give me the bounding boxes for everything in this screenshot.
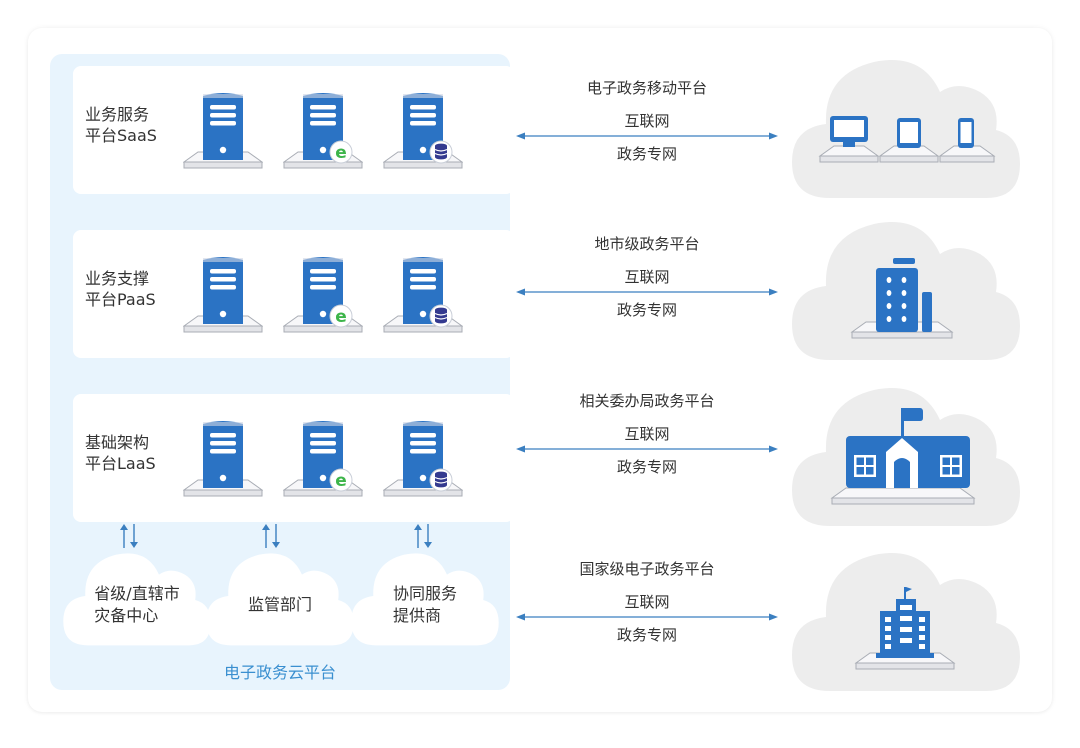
layer-label-line1: 基础架构 [85, 433, 150, 452]
connection-national: 国家级电子政务平台 互联网 政务专网 [516, 558, 778, 668]
server-web-icon: e [283, 88, 363, 172]
layer-paas: 业务支撑 平台PaaS e [73, 230, 514, 358]
government-office-icon [790, 380, 1022, 530]
layer-laas: 基础架构 平台LaaS e [73, 394, 514, 522]
connection-internet-label: 互联网 [624, 112, 670, 130]
sub-cloud-disaster-recovery: 省级/直辖市 灾备中心 [62, 548, 212, 648]
sub-cloud-supervision: 监管部门 [205, 548, 355, 648]
svg-text:e: e [335, 471, 347, 491]
server-database-icon [383, 88, 463, 172]
layer-label: 业务服务 平台SaaS [85, 104, 175, 146]
sub-cloud-label-line2: 灾备中心 [94, 606, 159, 625]
office-building-icon [790, 214, 1022, 364]
connection-govnet-label: 政务专网 [616, 458, 677, 476]
layer-label-line2: 平台PaaS [85, 290, 156, 309]
connection-bureau: 相关委办局政务平台 互联网 政务专网 [516, 390, 778, 500]
server-database-icon [383, 416, 463, 500]
svg-text:e: e [335, 143, 347, 163]
devices-icon [790, 52, 1022, 202]
layer-label: 业务支撑 平台PaaS [85, 268, 175, 310]
connection-mobile: 电子政务移动平台 互联网 政务专网 [516, 77, 778, 187]
bidirectional-vertical-arrow-icon [116, 522, 142, 550]
server-web-icon: e [283, 416, 363, 500]
platform-title: 电子政务云平台 [223, 663, 336, 682]
layer-label-line1: 业务支撑 [85, 269, 150, 288]
server-icon [183, 252, 263, 336]
connection-target: 地市级政务平台 [594, 235, 700, 253]
server-web-icon: e [283, 252, 363, 336]
sub-cloud-service-provider: 协同服务 提供商 [350, 548, 500, 648]
layer-label-line1: 业务服务 [85, 105, 150, 124]
connection-internet-label: 互联网 [624, 425, 670, 443]
layer-label-line2: 平台LaaS [85, 454, 156, 473]
server-database-icon [383, 252, 463, 336]
connection-govnet-label: 政务专网 [616, 301, 677, 319]
connection-target: 国家级电子政务平台 [579, 560, 715, 578]
bidirectional-vertical-arrow-icon [410, 522, 436, 550]
connection-city: 地市级政务平台 互联网 政务专网 [516, 233, 778, 343]
layer-label: 基础架构 平台LaaS [85, 432, 175, 474]
national-building-icon [790, 545, 1022, 695]
connection-govnet-label: 政务专网 [616, 145, 677, 163]
server-icon [183, 416, 263, 500]
sub-cloud-label-line2: 提供商 [392, 606, 441, 625]
sub-cloud-label-line1: 协同服务 [392, 584, 457, 603]
sub-cloud-label-line1: 监管部门 [247, 595, 312, 614]
connection-target: 电子政务移动平台 [586, 79, 707, 97]
layer-saas: 业务服务 平台SaaS e [73, 66, 514, 194]
connection-internet-label: 互联网 [624, 268, 670, 286]
server-icon [183, 88, 263, 172]
sub-cloud-label-line1: 省级/直辖市 [94, 584, 180, 603]
layer-label-line2: 平台SaaS [85, 126, 157, 145]
svg-text:e: e [335, 307, 347, 327]
connection-internet-label: 互联网 [624, 593, 670, 611]
bidirectional-vertical-arrow-icon [258, 522, 284, 550]
connection-target: 相关委办局政务平台 [579, 392, 715, 410]
connection-govnet-label: 政务专网 [616, 626, 677, 644]
